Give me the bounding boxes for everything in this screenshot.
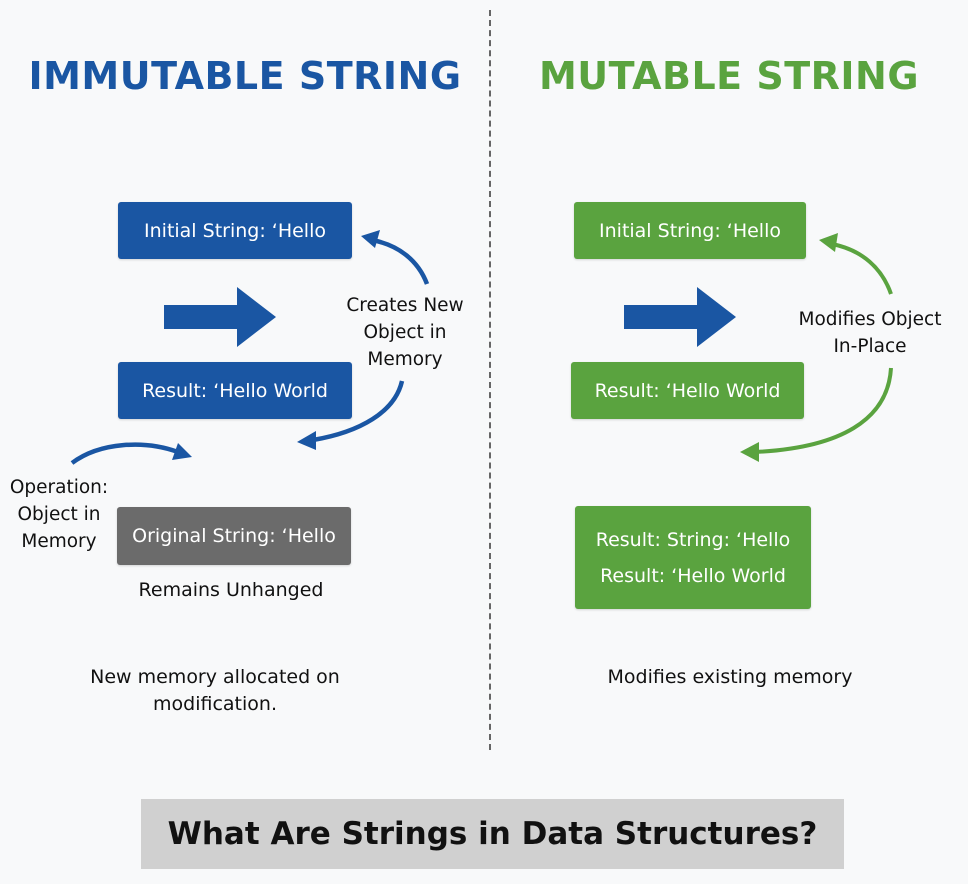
immutable-summary-line-1: New memory allocated on (90, 666, 340, 688)
creates-new-object-line-2: Object in (363, 322, 447, 343)
mutable-summary: Modifies existing memory (607, 666, 853, 688)
mutable-result-box: Result: ‘Hello World (571, 362, 804, 419)
operation-line-3: Memory (21, 531, 97, 552)
modifies-in-place-line-1: Modifies Object (798, 309, 942, 330)
immutable-transform-arrow-icon (164, 287, 276, 347)
original-caption: Remains Unhanged (138, 579, 324, 601)
immutable-summary: New memory allocated on modification. (60, 664, 370, 718)
creates-new-object-line-3: Memory (367, 349, 443, 370)
mutable-final-line-2: Result: ‘Hello World (600, 564, 786, 587)
mutable-cycle-arrows-icon (740, 233, 893, 462)
mutable-initial-string-box: Initial String: ‘Hello (574, 202, 806, 259)
original-string-box: Original String: ‘Hello (117, 507, 351, 565)
mutable-transform-arrow-icon (624, 287, 736, 347)
mutable-final-result-box: Result: String: ‘Hello Result: ‘Hello Wo… (575, 506, 811, 609)
modifies-in-place-label: Modifies Object In-Place (780, 306, 960, 360)
immutable-summary-line-2: modification. (153, 693, 277, 715)
mutable-heading: MUTABLE STRING (538, 54, 920, 98)
modifies-in-place-line-2: In-Place (833, 336, 907, 357)
operation-line-1: Operation: (9, 477, 109, 498)
operation-label: Operation: Object in Memory (0, 474, 118, 555)
section-divider (489, 10, 491, 750)
operation-line-2: Object in (17, 504, 101, 525)
immutable-result-box: Result: ‘Hello World (118, 362, 352, 419)
footer-title: What Are Strings in Data Structures? (167, 816, 818, 852)
operation-arrow-icon (70, 442, 192, 465)
creates-new-object-label: Creates New Object in Memory (330, 292, 480, 373)
mutable-final-line-1: Result: String: ‘Hello (595, 528, 791, 551)
immutable-cycle-arrows-icon (297, 230, 430, 450)
immutable-heading: IMMUTABLE STRING (28, 54, 462, 98)
immutable-initial-string-box: Initial String: ‘Hello (118, 202, 352, 259)
creates-new-object-line-1: Creates New (346, 295, 464, 316)
footer-banner: What Are Strings in Data Structures? (141, 799, 844, 869)
